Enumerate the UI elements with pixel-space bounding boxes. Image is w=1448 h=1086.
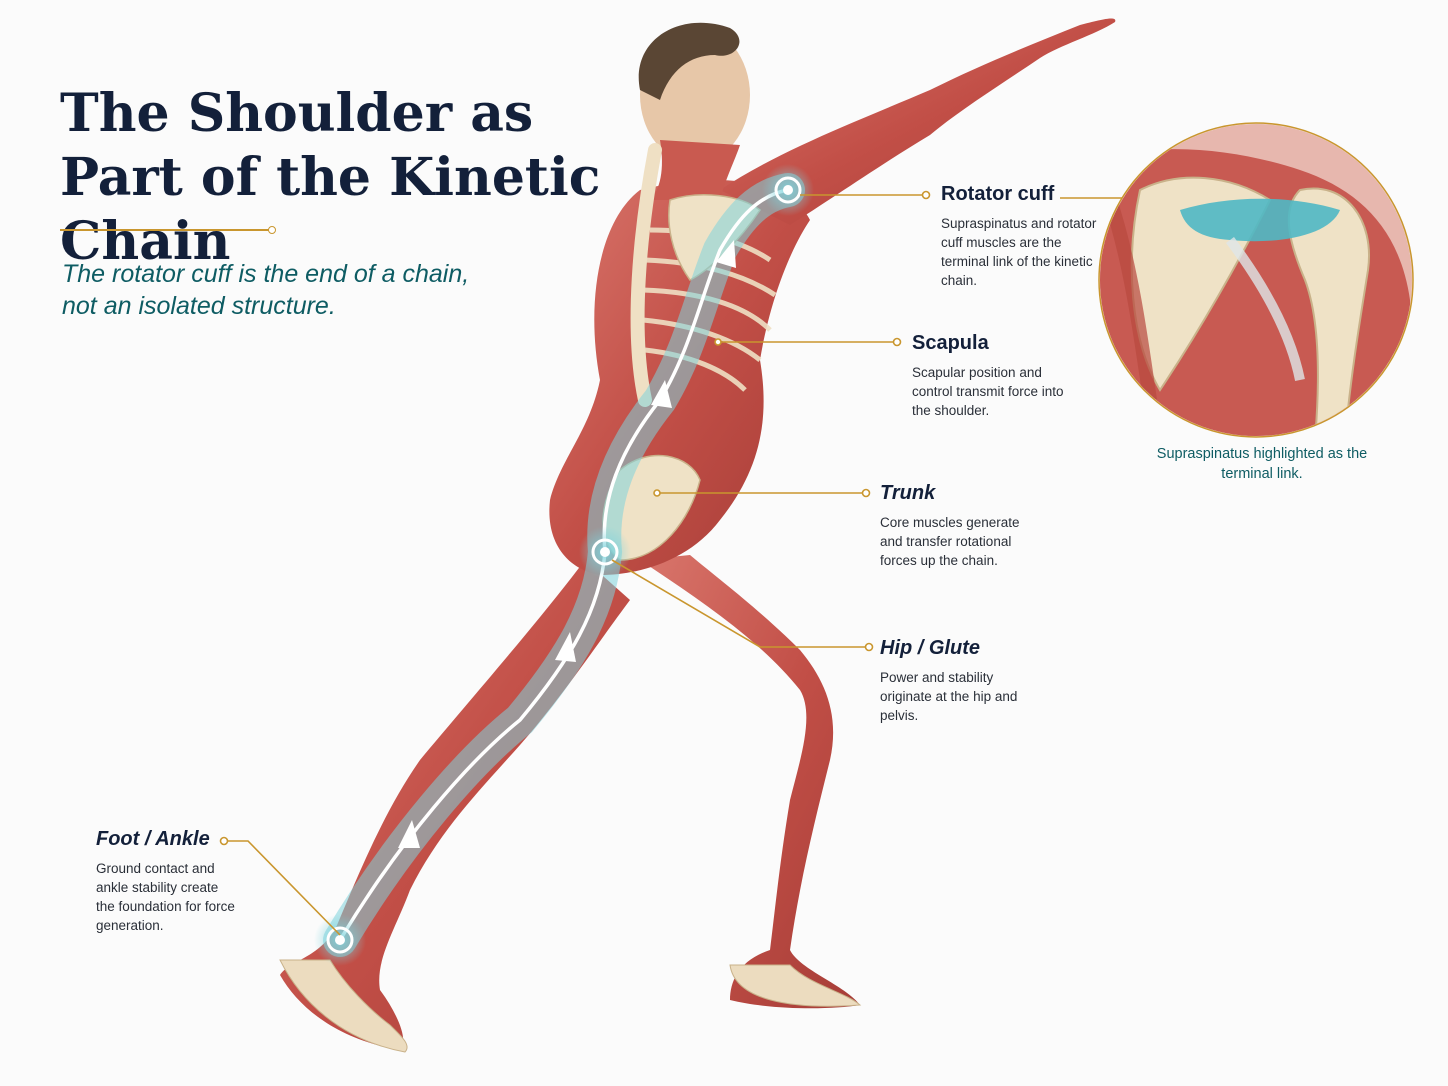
chain-arrow-icon <box>555 632 576 662</box>
front-leg <box>640 555 860 1009</box>
label-title: Foot / Ankle <box>96 828 210 850</box>
label-text: Scapular position and control transmit f… <box>912 365 1064 418</box>
label-foot-ankle: Foot / Ankle Ground contact and ankle st… <box>96 828 236 935</box>
spine <box>630 143 662 407</box>
leader-lines <box>219 190 1148 936</box>
label-scapula: Scapula Scapular position and control tr… <box>912 332 1072 420</box>
front-foot <box>729 964 862 1007</box>
node-hip-icon <box>579 526 631 578</box>
node-shoulder-icon <box>762 164 814 216</box>
subtitle: The rotator cuff is the end of a chain, … <box>62 260 470 320</box>
label-hip-glute: Hip / Glute Power and stability originat… <box>880 637 1020 725</box>
label-text: Power and stability originate at the hip… <box>880 670 1018 723</box>
chain-arrow-icon <box>398 820 420 848</box>
label-title: Hip / Glute <box>880 637 980 659</box>
title-divider-dot <box>268 226 276 234</box>
page-title: The Shoulder as Part of the Kinetic Chai… <box>60 83 601 272</box>
node-foot-icon <box>314 914 366 966</box>
title-divider <box>60 229 270 231</box>
inset-caption: Supraspinatus highlighted as the termina… <box>1156 446 1368 482</box>
chain-arrow-icon <box>651 380 672 408</box>
label-trunk: Trunk Core muscles generate and transfer… <box>880 482 1045 570</box>
raised-arm <box>720 18 1116 225</box>
supraspinatus-highlight <box>1180 198 1340 242</box>
leader-hip-glute <box>611 559 866 648</box>
label-title: Scapula <box>912 332 989 354</box>
kinetic-chain-path <box>314 164 814 966</box>
chain-arrow-icon <box>716 240 736 268</box>
hair <box>638 22 740 100</box>
label-text: Supraspinatus and rotator cuff muscles a… <box>941 216 1097 288</box>
label-text: Core muscles generate and transfer rotat… <box>880 515 1020 568</box>
label-text: Ground contact and ankle stability creat… <box>96 861 235 933</box>
back-foot <box>279 959 408 1053</box>
leader-foot-ankle <box>226 840 341 936</box>
label-title: Rotator cuff <box>941 183 1055 205</box>
label-rotator-cuff: Rotator cuff Supraspinatus and rotator c… <box>941 183 1101 290</box>
neck <box>650 140 740 200</box>
label-title: Trunk <box>880 482 936 504</box>
humerus-inset-bone <box>1287 187 1370 436</box>
shoulder-inset <box>1098 122 1414 438</box>
